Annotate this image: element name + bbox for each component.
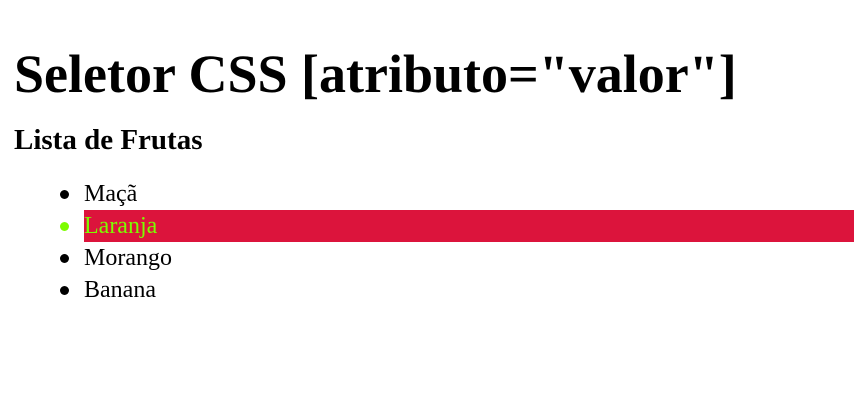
- fruit-label: Laranja: [84, 213, 158, 239]
- bullet-icon: [60, 222, 69, 231]
- list-item-highlighted: Laranja: [0, 210, 854, 242]
- section-heading: Lista de Frutas: [14, 124, 203, 156]
- bullet-icon: [60, 286, 69, 295]
- fruit-label: Maçã: [84, 181, 138, 207]
- bullet-icon: [60, 190, 69, 199]
- page-title: Seletor CSS [atributo="valor"]: [14, 44, 737, 104]
- fruit-label: Banana: [84, 277, 156, 303]
- list-item: Morango: [0, 242, 854, 274]
- list-item: Banana: [0, 274, 854, 306]
- highlight-band: [84, 210, 854, 242]
- page-content: Seletor CSS [atributo="valor"] Lista de …: [14, 44, 854, 306]
- fruit-list: Maçã Laranja Morango Banana: [14, 178, 854, 306]
- fruit-label: Morango: [84, 245, 172, 271]
- bullet-icon: [60, 254, 69, 263]
- list-item: Maçã: [0, 178, 854, 210]
